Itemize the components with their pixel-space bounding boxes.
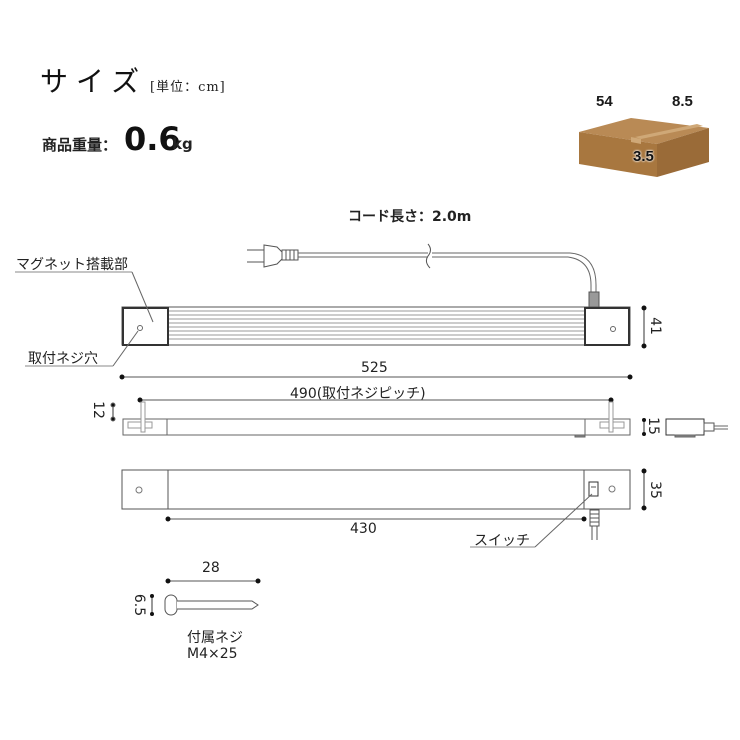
top-height-dim: 41	[646, 317, 663, 335]
screw-name: 付属ネジ	[187, 630, 243, 646]
pitch-dim: 490(取付ネジピッチ)	[290, 386, 426, 402]
unit-label: [単位：cm]	[150, 80, 226, 95]
screw-icon	[150, 578, 261, 616]
overall-length-dim: 525	[361, 360, 388, 376]
weight-label: 商品重量：	[42, 136, 118, 154]
side-height-dim: 15	[644, 417, 661, 435]
box-depth: 8.5	[672, 93, 693, 110]
power-plug-icon	[247, 244, 299, 268]
magnet-callout-label: マグネット搭載部	[16, 257, 128, 273]
bottom-view	[121, 468, 647, 548]
light-length-dim: 430	[350, 521, 377, 537]
box-height: 3.5	[633, 148, 654, 165]
screw-head-dim: 6.5	[131, 593, 148, 617]
front-view	[110, 401, 728, 438]
cord-length-label: コード長さ：2.0m	[348, 209, 472, 225]
bottom-height-dim: 35	[646, 481, 663, 499]
box-length: 54	[596, 93, 613, 110]
cardboard-box-icon	[579, 118, 709, 177]
switch-icon	[588, 481, 599, 497]
screw-length-dim: 28	[202, 560, 220, 576]
weight-value: 0.6	[124, 120, 181, 158]
screw-spec: M4×25	[187, 646, 238, 662]
screw-protrusion-dim: 12	[89, 401, 106, 419]
screw-hole-callout-label: 取付ネジ穴	[28, 351, 98, 367]
weight-unit: kg	[172, 135, 193, 153]
size-title: サイズ	[40, 65, 148, 98]
top-view	[15, 271, 647, 367]
switch-callout-label: スイッチ	[474, 533, 530, 549]
